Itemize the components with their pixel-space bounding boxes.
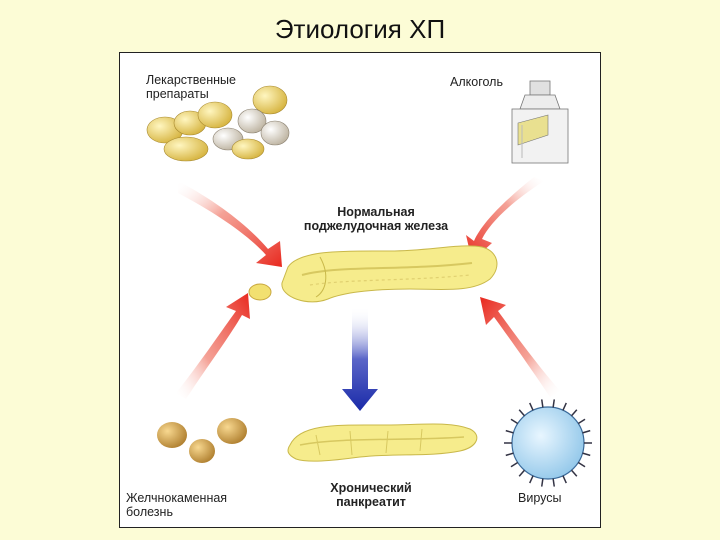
virus-spike	[552, 478, 556, 487]
label-gallstones-line2: болезнь	[126, 505, 173, 519]
label-drugs-line2: препараты	[146, 87, 209, 101]
virus-spike	[518, 469, 525, 477]
pills-image	[146, 85, 290, 162]
virus-spike	[505, 452, 514, 457]
label-gallstones: Желчнокаменная болезнь	[126, 491, 227, 519]
virus-spike	[552, 399, 556, 408]
label-normal-pancreas: Нормальная поджелудочная железа	[276, 205, 476, 233]
label-chronic-line1: Хронический	[330, 481, 412, 495]
arrow-gallstones-to-pancreas	[176, 293, 250, 399]
label-viruses: Вирусы	[518, 491, 562, 505]
virus-spike	[505, 429, 514, 434]
arrow-viruses-to-pancreas	[480, 297, 560, 397]
virus-spike	[571, 409, 578, 417]
virus-spike	[577, 461, 586, 468]
virus-spike	[510, 418, 519, 425]
virus-spike	[582, 429, 591, 434]
chronic-pancreas-image	[287, 423, 478, 462]
virus-spike	[562, 402, 567, 411]
label-normal-pancreas-line2: поджелудочная железа	[303, 219, 449, 233]
alcohol-bottle-image	[511, 80, 569, 164]
arrow-to-chronic-pancreatitis	[342, 307, 378, 411]
label-normal-pancreas-line1: Нормальная	[337, 205, 415, 219]
virus-spike	[562, 475, 567, 484]
label-chronic-pancreatitis: Хронический панкреатит	[316, 481, 426, 509]
virus-spike	[529, 475, 534, 484]
label-drugs-line1: Лекарственные	[146, 73, 236, 87]
arrow-drugs-to-pancreas	[178, 181, 282, 267]
label-drugs: Лекарственные препараты	[146, 73, 236, 101]
diagram-canvas	[146, 80, 592, 487]
label-alcohol: Алкоголь	[450, 75, 503, 89]
normal-pancreas-image	[248, 245, 498, 303]
virus-spike	[540, 478, 544, 487]
virus-spike	[518, 409, 525, 417]
virus-spike	[577, 418, 586, 425]
virus-spike	[540, 399, 544, 408]
gallstones-image	[157, 418, 247, 463]
virus-image	[504, 399, 592, 487]
virus-spike	[571, 469, 578, 477]
virus-spike	[510, 461, 519, 468]
label-chronic-line2: панкреатит	[336, 495, 406, 509]
virus-spike	[582, 452, 591, 457]
slide-title: Этиология ХП	[274, 14, 446, 44]
virus-spike	[529, 402, 534, 411]
label-gallstones-line1: Желчнокаменная	[126, 491, 228, 505]
diagram-panel: Лекарственные препараты Алкоголь Нормаль…	[119, 52, 601, 528]
